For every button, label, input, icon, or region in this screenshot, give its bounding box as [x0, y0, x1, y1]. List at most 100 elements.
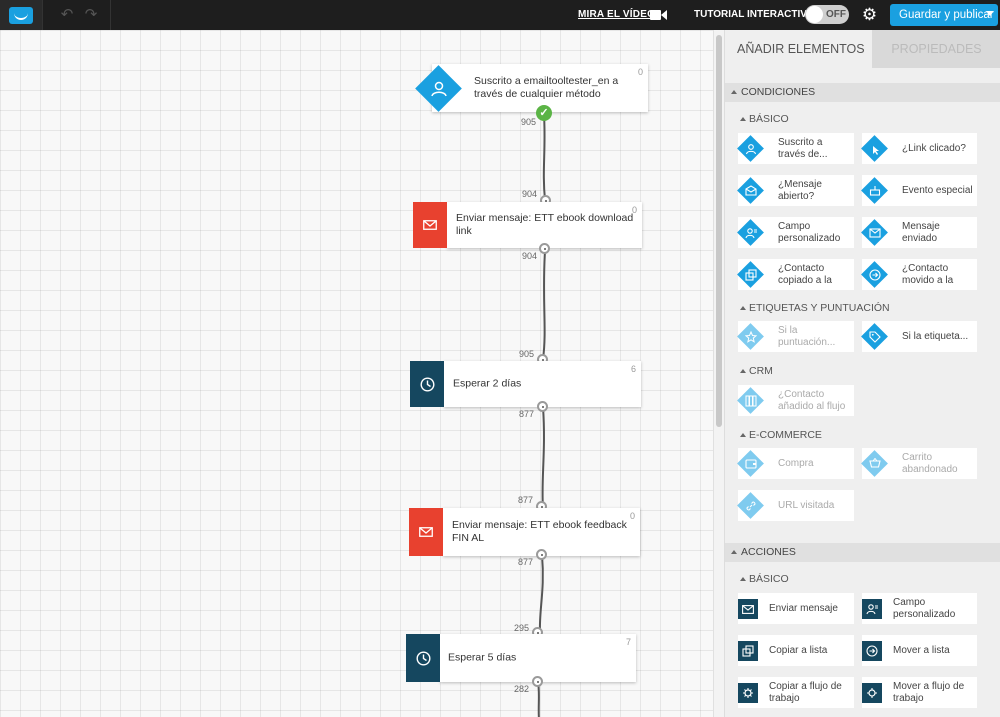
node-count: 6: [630, 364, 636, 374]
item-label: ¿Contacto copiado a la: [778, 262, 832, 286]
gears-move-icon: [862, 683, 882, 703]
item-label: Si la puntuación...: [778, 324, 836, 348]
condition-item-url-visited[interactable]: URL visitada: [737, 490, 854, 521]
workflow-node-wait[interactable]: Esperar 5 días 7: [440, 634, 636, 682]
node-count: 0: [629, 511, 635, 521]
save-publish-button[interactable]: Guardar y publicar: [890, 4, 998, 26]
condition-item-tag[interactable]: Si la etiqueta...: [861, 321, 977, 352]
item-label: ¿Contacto movido a la: [902, 262, 954, 286]
envelope-sent-icon: [861, 219, 888, 246]
action-item-move-to-list[interactable]: Mover a lista: [862, 635, 977, 666]
subsection-ecommerce[interactable]: E-COMMERCE: [725, 429, 822, 441]
item-label: Mover a lista: [893, 644, 950, 656]
workflow-canvas[interactable]: Suscrito a emailtooltester_en a través d…: [0, 30, 713, 717]
tab-properties[interactable]: PROPIEDADES: [872, 30, 1000, 68]
wait-node-icon[interactable]: [410, 361, 444, 407]
section-actions[interactable]: ACCIONES: [725, 543, 1000, 562]
tutorial-toggle[interactable]: OFF: [805, 5, 849, 24]
condition-item-message-sent[interactable]: Mensaje enviado: [861, 217, 977, 248]
pipeline-icon: [737, 387, 764, 414]
connection-count: 295: [514, 623, 530, 633]
app-logo[interactable]: [0, 0, 43, 30]
condition-item-custom-field[interactable]: Campo personalizado: [737, 217, 854, 248]
condition-item-abandoned-cart[interactable]: Carrito abandonado: [861, 448, 977, 479]
subsection-tags-score[interactable]: ETIQUETAS Y PUNTUACIÓN: [725, 302, 890, 314]
connector-dot[interactable]: [539, 243, 550, 254]
condition-item-subscribed[interactable]: Suscrito a través de...: [737, 133, 854, 164]
message-node-icon[interactable]: [409, 508, 443, 556]
workflow-node-wait[interactable]: Esperar 2 días 6: [444, 361, 641, 407]
tag-icon: [861, 323, 888, 350]
action-item-send-message[interactable]: Enviar mensaje: [738, 593, 854, 624]
chevron-down-icon[interactable]: [986, 11, 994, 16]
redo-icon[interactable]: ↷: [84, 6, 98, 23]
connector-dot[interactable]: [536, 549, 547, 560]
node-label: Suscrito a emailtooltester_en a través d…: [474, 75, 619, 100]
item-label: ¿Mensaje abierto?: [778, 178, 822, 202]
item-label: Compra: [778, 457, 814, 469]
top-bar: ↶ ↷ MIRA EL VÍDEO TUTORIAL INTERACTIVO O…: [0, 0, 1000, 30]
condition-item-contact-moved[interactable]: ¿Contacto movido a la: [861, 259, 977, 290]
subsection-actions-basic[interactable]: BÁSICO: [725, 573, 789, 585]
message-node-icon[interactable]: [413, 202, 447, 248]
node-count: 0: [631, 205, 637, 215]
logo-icon: [9, 6, 33, 24]
user-icon: [737, 135, 764, 162]
condition-item-contact-copied[interactable]: ¿Contacto copiado a la: [737, 259, 854, 290]
check-icon: ✓: [536, 105, 552, 121]
subsection-basic[interactable]: BÁSICO: [725, 113, 789, 125]
subsection-crm[interactable]: CRM: [725, 365, 773, 377]
scrollbar-thumb[interactable]: [716, 35, 722, 427]
cursor-click-icon: [861, 135, 888, 162]
copy-icon: [737, 261, 764, 288]
envelope-icon: [738, 599, 758, 619]
connector-dot[interactable]: [532, 676, 543, 687]
gears-icon: [738, 683, 758, 703]
workflow-node-trigger[interactable]: Suscrito a emailtooltester_en a través d…: [432, 64, 648, 112]
watch-video-link[interactable]: MIRA EL VÍDEO: [578, 9, 656, 20]
item-label: Mensaje enviado: [902, 220, 940, 244]
cart-icon: [861, 450, 888, 477]
connector-dot[interactable]: [537, 401, 548, 412]
condition-item-crm-contact-added[interactable]: ¿Contacto añadido al flujo: [737, 385, 854, 416]
user-field-icon: [862, 599, 882, 619]
connection-count: 904: [522, 189, 538, 199]
undo-icon[interactable]: ↶: [60, 6, 74, 23]
action-item-copy-to-workflow[interactable]: Copiar a flujo de trabajo: [738, 677, 854, 708]
action-item-custom-field[interactable]: Campo personalizado: [862, 593, 977, 624]
gear-icon[interactable]: ⚙: [861, 5, 878, 24]
section-conditions[interactable]: CONDICIONES: [725, 83, 1000, 102]
divider: [110, 0, 111, 30]
item-label: URL visitada: [778, 499, 835, 511]
tab-add-elements[interactable]: AÑADIR ELEMENTOS: [725, 30, 872, 68]
condition-item-link-clicked[interactable]: ¿Link clicado?: [861, 133, 977, 164]
node-label: Esperar 5 días: [448, 651, 517, 664]
save-publish-label: Guardar y publicar: [899, 9, 994, 21]
workflow-node-send-message[interactable]: Enviar mensaje: ETT ebook download link …: [447, 202, 642, 248]
action-item-move-to-workflow[interactable]: Mover a flujo de trabajo: [862, 677, 977, 708]
move-arrow-icon: [862, 641, 882, 661]
open-envelope-icon: [737, 177, 764, 204]
canvas-scrollbar[interactable]: [713, 30, 724, 717]
condition-item-purchase[interactable]: Compra: [737, 448, 854, 479]
action-item-copy-to-list[interactable]: Copiar a lista: [738, 635, 854, 666]
node-label: Enviar mensaje: ETT ebook feedback FIN A…: [452, 519, 627, 544]
wait-node-icon[interactable]: [406, 634, 440, 682]
condition-item-message-opened[interactable]: ¿Mensaje abierto?: [737, 175, 854, 206]
envelope-icon: [423, 220, 437, 230]
item-label: Evento especial: [902, 184, 973, 196]
item-label: ¿Link clicado?: [902, 142, 966, 154]
condition-item-special-event[interactable]: Evento especial: [861, 175, 977, 206]
clock-icon: [419, 376, 435, 392]
item-label: Campo personalizado: [778, 220, 841, 244]
item-label: Si la etiqueta...: [902, 330, 969, 342]
workflow-node-send-message[interactable]: Enviar mensaje: ETT ebook feedback FIN A…: [443, 508, 640, 556]
clock-icon: [415, 650, 431, 666]
cake-icon: [861, 177, 888, 204]
move-arrow-icon: [861, 261, 888, 288]
tutorial-label: TUTORIAL INTERACTIVO: [694, 9, 815, 20]
item-label: Campo personalizado: [893, 596, 956, 620]
condition-item-score[interactable]: Si la puntuación...: [737, 321, 854, 352]
node-count: 0: [637, 67, 643, 77]
video-camera-icon[interactable]: [650, 9, 667, 21]
